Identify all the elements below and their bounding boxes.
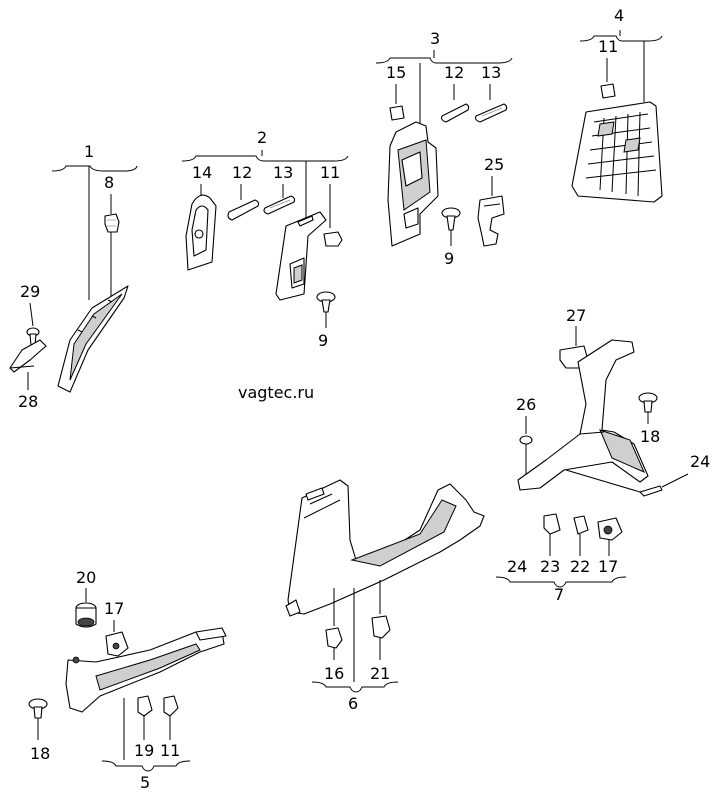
group-7-lower-trim: 27 18 26 24 24 23 22 17 7 xyxy=(495,306,710,604)
callout-1: 1 xyxy=(84,142,94,161)
callout-9a: 9 xyxy=(318,331,328,350)
callout-14: 14 xyxy=(192,163,212,182)
callout-22: 22 xyxy=(570,557,590,576)
group-2-b-pillar-upper: 2 14 12 13 11 9 xyxy=(181,128,349,350)
callout-20: 20 xyxy=(76,568,96,587)
callout-6: 6 xyxy=(348,694,358,713)
callout-11c: 11 xyxy=(160,741,180,760)
callout-18a: 18 xyxy=(640,427,660,446)
group-3-b-pillar-lower: 3 15 12 13 9 25 xyxy=(375,29,513,268)
group-6-sill-trim: 16 21 6 xyxy=(285,479,485,713)
callout-7: 7 xyxy=(554,585,564,604)
callout-3: 3 xyxy=(430,29,440,48)
callout-27: 27 xyxy=(566,306,586,325)
callout-24a: 24 xyxy=(690,452,710,471)
callout-28: 28 xyxy=(18,392,38,411)
callout-5: 5 xyxy=(140,773,150,792)
callout-16: 16 xyxy=(324,664,344,683)
callout-23: 23 xyxy=(540,557,560,576)
callout-12b: 12 xyxy=(444,63,464,82)
callout-21: 21 xyxy=(370,664,390,683)
group-5-front-sill: 20 17 18 19 11 5 xyxy=(28,568,227,792)
callout-12a: 12 xyxy=(232,163,252,182)
callout-13b: 13 xyxy=(481,63,501,82)
callout-25: 25 xyxy=(484,155,504,174)
callout-11a: 11 xyxy=(320,163,340,182)
callout-17b: 17 xyxy=(104,599,124,618)
callout-9b: 9 xyxy=(444,249,454,268)
callout-29: 29 xyxy=(20,282,40,301)
watermark: vagtec.ru xyxy=(238,383,314,402)
callout-15: 15 xyxy=(386,63,406,82)
callout-2: 2 xyxy=(257,128,267,147)
callout-13a: 13 xyxy=(273,163,293,182)
group-1-a-pillar-trim: 1 8 29 28 xyxy=(9,142,138,411)
callout-17a: 17 xyxy=(598,557,618,576)
callout-18b: 18 xyxy=(30,744,50,763)
callout-24b: 24 xyxy=(507,557,527,576)
group-4-rear-panel: 4 11 xyxy=(571,6,663,203)
callout-8: 8 xyxy=(104,173,114,192)
callout-4: 4 xyxy=(614,6,624,25)
callout-11b: 11 xyxy=(598,37,618,56)
callout-19: 19 xyxy=(134,741,154,760)
callout-26: 26 xyxy=(516,395,536,414)
